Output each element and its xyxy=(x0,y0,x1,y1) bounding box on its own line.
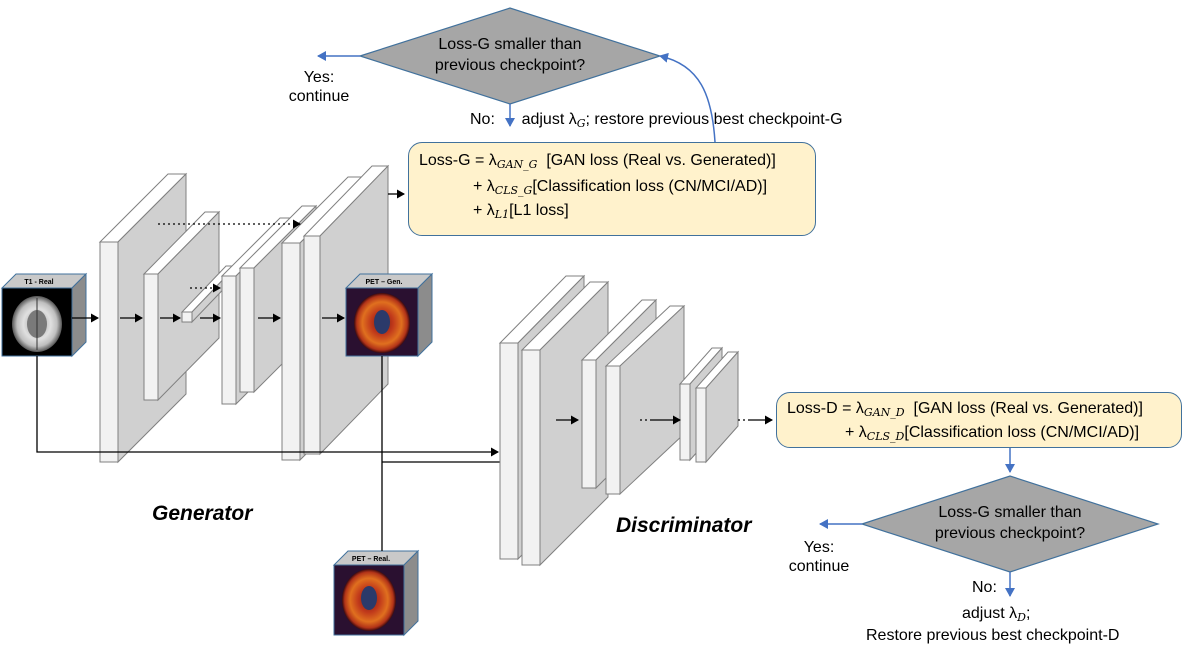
pet-gen-label: PET – Gen. xyxy=(365,279,403,286)
top-decision-line1: Loss-G smaller than xyxy=(438,36,582,53)
generator-layer-1 xyxy=(98,172,188,464)
loss-d-line2-sub: CLS_D xyxy=(866,430,905,443)
bottom-yes-line2: continue xyxy=(788,558,850,575)
bottom-decision-line1: Loss-G smaller than xyxy=(938,504,1082,521)
loss-d-line1-text: [GAN loss (Real vs. Generated)] xyxy=(913,400,1143,417)
bottom-no-line2-before: adjust λ xyxy=(962,605,1018,622)
top-yes-line1: Yes: xyxy=(303,69,335,86)
top-decision-line2: previous checkpoint? xyxy=(434,57,586,74)
discriminator-label: Discriminator xyxy=(616,514,752,537)
bottom-no-line2: adjust λD; xyxy=(962,604,1030,627)
top-no-subscript: G xyxy=(576,117,586,130)
pet-generated-image xyxy=(344,272,434,358)
loss-g-box: Loss-G = λGAN_G [GAN loss (Real vs. Gene… xyxy=(408,142,816,236)
top-yes-label: Yes: continue xyxy=(274,68,364,106)
loss-g-line1: Loss-G = λGAN_G [GAN loss (Real vs. Gene… xyxy=(419,151,776,175)
generator-label: Generator xyxy=(152,502,253,525)
bottom-decision-line2: previous checkpoint? xyxy=(934,525,1086,542)
pet-real-label: PET – Real. xyxy=(351,556,391,563)
top-yes-line2: continue xyxy=(288,88,350,105)
bottom-decision-text: Loss-G smaller than previous checkpoint? xyxy=(910,502,1110,544)
pet-real-image xyxy=(332,549,420,637)
top-no-label: No: adjust λG; restore previous best che… xyxy=(470,110,843,133)
loss-d-box: Loss-D = λGAN_D [GAN loss (Real vs. Gene… xyxy=(776,392,1182,448)
loss-g-line2-sub: CLS_G xyxy=(494,184,533,197)
top-decision-text: Loss-G smaller than previous checkpoint? xyxy=(410,34,610,76)
bottom-yes-label: Yes: continue xyxy=(774,538,864,576)
discriminator-layer-2b xyxy=(604,304,686,496)
loss-d-line2: + λCLS_D[Classification loss (CN/MCI/AD)… xyxy=(845,423,1139,447)
t1-real-image xyxy=(0,272,88,358)
loss-g-line1-prefix: Loss-G = λ xyxy=(419,152,497,169)
loss-g-line2: + λCLS_G[Classification loss (CN/MCI/AD)… xyxy=(473,177,767,201)
loss-g-line1-sub: GAN_G xyxy=(496,158,538,171)
bottom-yes-line1: Yes: xyxy=(803,539,835,556)
loss-g-line1-text: [GAN loss (Real vs. Generated)] xyxy=(546,152,776,169)
top-feedback-arrow xyxy=(659,52,716,143)
loss-g-line3: + λL1[L1 loss] xyxy=(473,201,569,225)
loss-g-line3-text: [L1 loss] xyxy=(509,202,569,219)
bottom-no-line2-sub: D xyxy=(1017,611,1026,624)
loss-g-line3-prefix: + λ xyxy=(473,202,495,219)
bottom-decision-diamond xyxy=(860,475,1160,573)
loss-d-line1: Loss-D = λGAN_D [GAN loss (Real vs. Gene… xyxy=(787,399,1143,423)
top-no-text-before: adjust λ xyxy=(521,111,577,128)
loss-d-line2-text: [Classification loss (CN/MCI/AD)] xyxy=(904,424,1140,441)
bottom-no-line3: Restore previous best checkpoint-D xyxy=(866,627,1120,644)
t1-to-discriminator-line xyxy=(36,356,499,457)
loss-g-line3-sub: L1 xyxy=(494,208,510,221)
discriminator-layer-3b xyxy=(694,350,740,464)
top-no-text-after: ; restore previous best checkpoint-G xyxy=(585,111,843,128)
bottom-no-prefix: No: xyxy=(972,579,997,596)
loss-g-line2-prefix: + λ xyxy=(473,178,495,195)
loss-d-line1-sub: GAN_D xyxy=(863,406,905,419)
loss-d-line2-prefix: + λ xyxy=(845,424,867,441)
bottom-no-line2-after: ; xyxy=(1025,605,1031,622)
t1-real-label: T1 - Real xyxy=(24,279,54,286)
loss-d-line1-prefix: Loss-D = λ xyxy=(787,400,864,417)
top-no-prefix: No: xyxy=(470,111,495,128)
loss-g-line2-text: [Classification loss (CN/MCI/AD)] xyxy=(532,178,768,195)
